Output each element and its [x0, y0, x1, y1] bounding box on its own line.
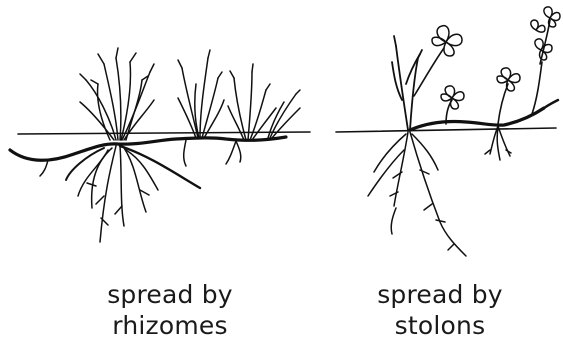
stolon-runner	[410, 108, 544, 130]
soil-line-left	[18, 132, 310, 134]
stolons-caption-line2: stolons	[335, 310, 545, 341]
stolons-caption: spread by stolons	[335, 279, 545, 341]
rhizome-plant-drawing	[10, 48, 310, 242]
stolon-roots	[368, 126, 511, 256]
rhizome-fourth-tuft	[268, 90, 300, 138]
rhizomes-caption: spread by rhizomes	[60, 279, 280, 341]
stolon-plant-drawing	[336, 7, 560, 256]
rhizome-third-tuft	[228, 64, 276, 140]
soil-line-right	[336, 128, 556, 132]
rhizomes-caption-line1: spread by	[60, 279, 280, 310]
stolon-main-stem	[392, 36, 422, 130]
rhizome-main-tuft	[80, 48, 154, 140]
stolon-clover-leaf	[432, 7, 560, 109]
rhizomes-caption-line2: rhizomes	[60, 310, 280, 341]
stolon-flower-stems	[414, 20, 550, 124]
rhizome-second-tuft	[178, 50, 224, 138]
stolons-caption-line1: spread by	[335, 279, 545, 310]
